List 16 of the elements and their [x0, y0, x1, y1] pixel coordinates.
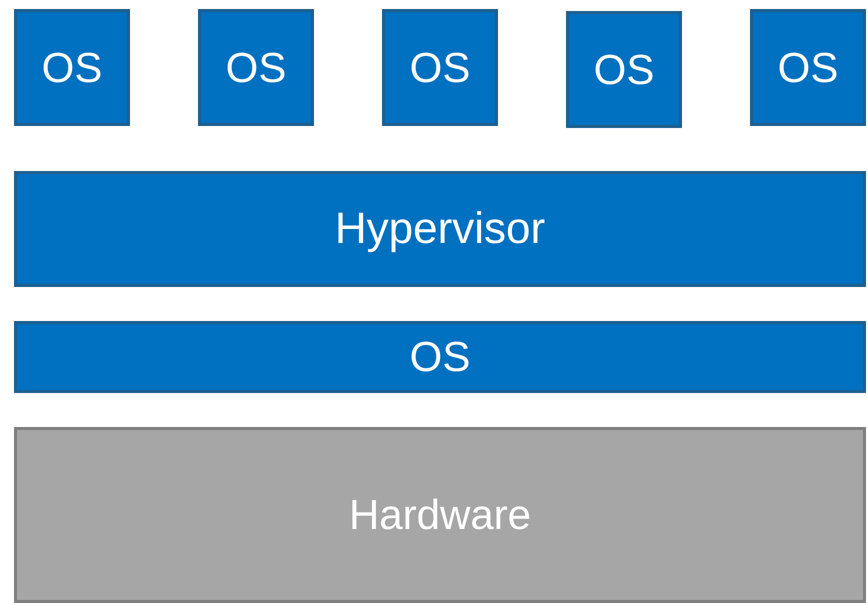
layer-label: OS [410, 46, 470, 88]
layer-label: OS [594, 48, 654, 90]
layer-label: OS [226, 46, 286, 88]
os-box [198, 9, 314, 126]
os-box [382, 9, 498, 126]
hypervisor-layer [14, 171, 866, 287]
layer-label: OS [778, 46, 838, 88]
layer-label: OS [42, 46, 102, 88]
hardware-layer [14, 427, 866, 603]
layer-label: OS [410, 336, 470, 378]
os-box [566, 11, 682, 128]
layer-label: Hypervisor [334, 207, 546, 251]
host-os-layer [14, 321, 866, 393]
os-box [14, 9, 130, 126]
layer-label: Hardware [348, 494, 532, 536]
os-box [750, 9, 866, 126]
